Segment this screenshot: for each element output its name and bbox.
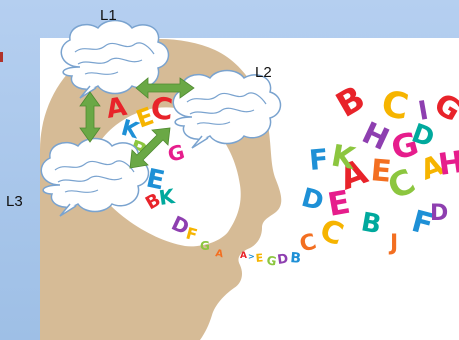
decorative-letter: B: [290, 250, 302, 267]
decorative-letter: A: [240, 251, 247, 261]
decorative-letter: D: [430, 201, 448, 226]
decorative-letter: F: [308, 142, 330, 177]
decorative-letter: >: [248, 252, 255, 261]
decorative-letter: J: [388, 231, 398, 256]
decorative-letter: E: [255, 251, 264, 265]
decorative-letter: C: [149, 91, 174, 128]
label-l3: L3: [6, 193, 23, 210]
decorative-letter: G: [200, 239, 210, 253]
label-l2: L2: [255, 64, 272, 81]
label-l1: L1: [100, 7, 117, 24]
decorative-letter: H: [436, 145, 459, 183]
